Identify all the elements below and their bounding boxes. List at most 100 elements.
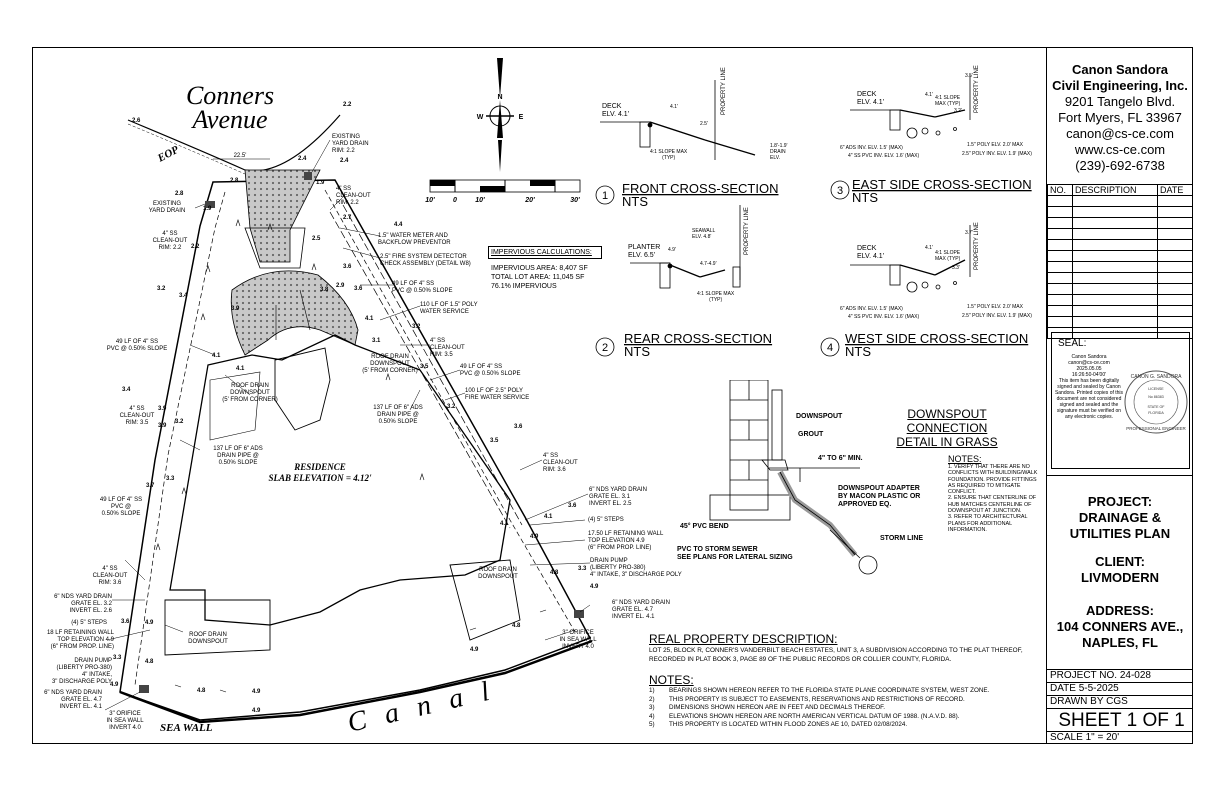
callout-retaining-left: 18 LF RETAINING WALL TOP ELEVATION 4.9 (…: [46, 630, 114, 650]
spot-elevation: 3.5: [420, 364, 429, 370]
sheet-number: SHEET 1 OF 1: [1047, 708, 1193, 731]
spot-elevation: 3.3: [578, 566, 587, 572]
scale-label-1: 0: [453, 197, 457, 204]
note-row: 3) DIMENSIONS SHOWN HEREON ARE IN FEET AN…: [649, 704, 1039, 713]
spot-elevation: 3.6: [343, 264, 352, 270]
digital-signature-text: Canon Sandora canon@cs-ce.com 2025.05.05…: [1054, 354, 1124, 420]
firm-website: www.cs-ce.com: [1074, 142, 1166, 157]
west-v3: 3.3': [952, 265, 960, 271]
scale-label-4: 30': [570, 197, 580, 204]
seal-pe: PROFESSIONAL ENGINEER: [1126, 426, 1186, 431]
total-lot-area: TOTAL LOT AREA: 11,045 SF: [491, 274, 585, 281]
callout-existing-yard-drain-left: EXISTING YARD DRAIN: [148, 201, 186, 214]
residence-outline: [169, 334, 511, 626]
spot-elevation: 4.8: [145, 659, 154, 665]
spot-elevation: 4.9: [252, 708, 261, 714]
revision-table: NO. DESCRIPTION DATE: [1047, 184, 1193, 339]
note-row: 2)THIS PROPERTY IS SUBJECT TO EASEMENTS,…: [649, 696, 1039, 705]
section-1-title: FRONT CROSS-SECTION: [622, 181, 779, 196]
east-v1: 4.1': [925, 92, 933, 98]
callout-water-meter: 1.5" WATER METER AND BACKFLOW PREVENTOR: [378, 233, 451, 246]
callout-ss-cleanout-left: 4" SS CLEAN-OUT RIM: 2.2: [152, 231, 188, 251]
rev-header-date: DATE: [1157, 184, 1193, 196]
title-block: Canon Sandora Civil Engineering, Inc. 92…: [1046, 47, 1193, 744]
front-v1: 4.1': [670, 104, 678, 110]
note-text: DIMENSIONS SHOWN HEREON ARE IN FEET AND …: [669, 704, 885, 711]
spot-elevation: 4.8: [550, 570, 559, 576]
callout-nds-right-top: 6" NDS YARD DRAIN GRATE EL. 3.1 INVERT E…: [589, 487, 647, 507]
downspout-detail-graphic: [709, 380, 878, 575]
callout-roof-drain-center: ROOF DRAIN DOWNSPOUT (5' FROM CORNER): [362, 354, 418, 374]
callout-ss-49-lower-left: 49 LF OF 4" SS PVC @ 0.50% SLOPE: [99, 497, 143, 517]
driveway-pavers: [244, 169, 321, 263]
project-number: PROJECT NO. 24-028: [1047, 669, 1193, 682]
callout-nds-right-bottom: 6" NDS YARD DRAIN GRATE EL. 4.7 INVERT E…: [612, 600, 670, 620]
west-v1: 4.1': [925, 245, 933, 251]
rear-seawall: SEAWALL ELV. 4.8': [692, 228, 716, 240]
client-label: CLIENT:: [1095, 554, 1145, 569]
driveway-dimension: 22.5': [234, 153, 247, 159]
west-property-line: PROPERTY LINE: [974, 222, 980, 270]
spot-elevation: 3.4: [179, 293, 188, 299]
west-poly15: 1.5" POLY ELV. 2.0' MAX: [967, 304, 1023, 310]
callout-fire-detector: 2.5" FIRE SYSTEM DETECTOR CHECK ASSEMBLY…: [380, 254, 471, 267]
existing-yard-drain-symbol: [205, 201, 215, 208]
spot-elevation: 3.6: [514, 424, 523, 430]
section-3-title: EAST SIDE CROSS-SECTION: [852, 177, 1032, 192]
callout-ss-49-top: 49 LF OF 4" SS PVC @ 0.50% SLOPE: [392, 281, 453, 294]
callout-ss-cleanout-36-left: 4" SS CLEAN-OUT RIM: 3.6: [92, 566, 128, 586]
impervious-title: IMPERVIOUS CALCULATIONS:: [488, 246, 602, 259]
front-drain: 1.8'-1.9' DRAIN ELV.: [770, 143, 788, 161]
spot-elevation: 4.9: [470, 647, 479, 653]
section-2-title: REAR CROSS-SECTION: [624, 331, 772, 346]
spot-elevation: 3.8: [320, 287, 329, 293]
section-3-number: 3: [837, 185, 843, 197]
note-text: THIS PROPERTY IS SUBJECT TO EASEMENTS, R…: [669, 695, 965, 703]
seal-state: STATE OF: [1147, 405, 1165, 409]
property-boundary: [119, 179, 592, 721]
firm-address-1: 9201 Tangelo Blvd.: [1064, 94, 1176, 109]
seal-number: No 86383: [1148, 395, 1164, 399]
spot-elevation: 4.9: [145, 620, 154, 626]
note-number: 1): [649, 687, 655, 694]
spot-elevation: 1.9: [316, 180, 325, 186]
callout-orifice-right: 3" ORIFICE IN SEA WALL INVERT 4.0: [559, 630, 597, 650]
spot-elevation: 2.5: [312, 236, 321, 242]
impervious-percent: 76.1% IMPERVIOUS: [491, 283, 557, 290]
callout-ss-49-mid: 49 LF OF 4" SS PVC @ 0.50% SLOPE: [460, 364, 521, 377]
note-text: THIS PROPERTY IS LOCATED WITHIN FLOOD ZO…: [669, 721, 908, 728]
rear-property-line: PROPERTY LINE: [744, 207, 750, 255]
spot-elevation: 3.6: [121, 619, 130, 625]
pvc-bend-label: 45° PVC BEND: [680, 523, 729, 530]
spot-elevation: 4.4: [394, 222, 403, 228]
spot-elevation: 3.2: [412, 324, 421, 330]
east-deck: DECK ELV. 4.1': [857, 91, 885, 106]
east-v3: 3.2': [954, 108, 962, 114]
sea-wall-label: SEA WALL: [160, 722, 213, 734]
client-name: LIVMODERN: [1081, 570, 1159, 585]
spot-elevation: 2.9: [336, 283, 345, 289]
section-4-title: WEST SIDE CROSS-SECTION: [845, 331, 1028, 346]
spot-elevation: 4.9: [590, 584, 599, 590]
eop-label: EOP: [155, 144, 181, 166]
spot-elevation: 2.7: [343, 215, 352, 221]
callout-poly-110: 110 LF OF 1.5" POLY WATER SERVICE: [420, 302, 478, 315]
residence-label: RESIDENCE: [293, 462, 346, 472]
section-1-sub: NTS: [622, 194, 648, 209]
spot-elevations: 2.6 2.8 2.2 2.4 2.4 2.2 2.8 1.9 1.9 2.7 …: [110, 102, 599, 714]
project-name-1: DRAINAGE &: [1078, 510, 1162, 525]
note-number: 3): [649, 704, 655, 711]
section-2-number: 2: [602, 342, 608, 354]
project-name-2: UTILITIES PLAN: [1069, 526, 1171, 541]
note-text: BEARINGS SHOWN HEREON REFER TO THE FLORI…: [669, 687, 990, 694]
seal-label: SEAL:: [1058, 338, 1087, 349]
scale-label-2: 10': [475, 197, 485, 204]
west-ads: 6" ADS INV. ELV. 1.5' (MAX): [840, 306, 903, 312]
east-slope: 4:1 SLOPE MAX (TYP): [935, 95, 961, 107]
firm-phone: (239)-692-6738: [1075, 158, 1165, 173]
south-label: S: [498, 133, 503, 140]
rear-slope: 4:1 SLOPE MAX (TYP): [697, 291, 735, 303]
callout-ss-cleanout-36-right: 4" SS CLEAN-OUT RIM: 3.6: [543, 453, 578, 473]
canal-label: C a n a l: [345, 675, 499, 739]
note-number: 4): [649, 712, 655, 720]
